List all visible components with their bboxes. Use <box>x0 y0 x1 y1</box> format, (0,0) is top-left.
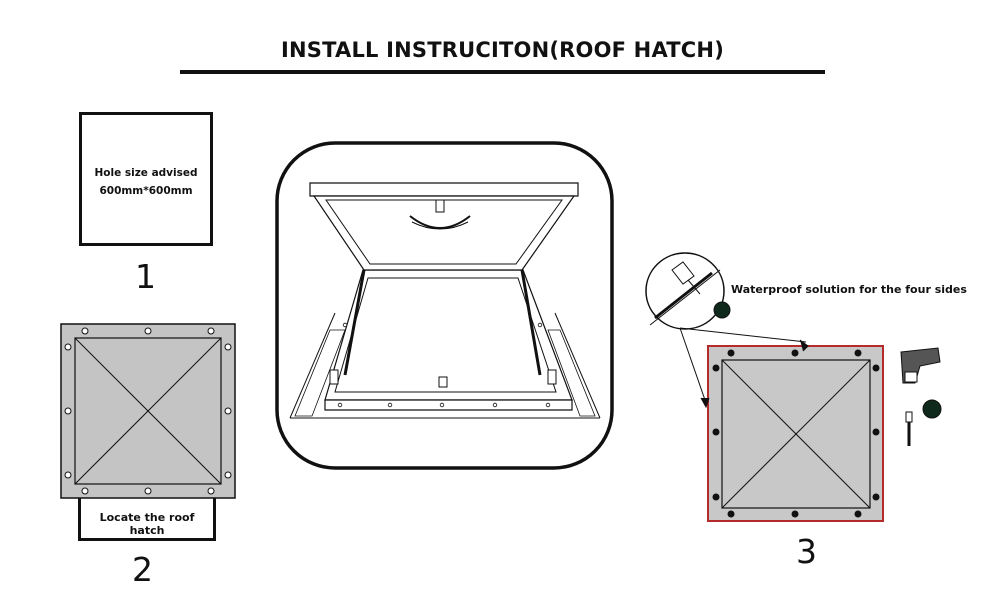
step-2-number: 2 <box>132 550 153 589</box>
page-title: INSTALL INSTRUCITON(ROOF HATCH) <box>280 38 724 62</box>
screw-gun-icon <box>900 347 942 446</box>
step-1-number: 1 <box>135 257 156 296</box>
sealant-nozzle-icon <box>645 252 809 409</box>
roof-hatch-top-view-icon <box>60 323 236 499</box>
hole-size-label: Hole size advised <box>94 167 198 179</box>
title-underline <box>180 70 825 74</box>
step-3-number: 3 <box>796 532 817 571</box>
open-roof-hatch-illustration-icon <box>275 141 614 470</box>
hole-size-value: 600mm*600mm <box>99 185 193 197</box>
waterproof-hatch-view-icon <box>707 345 884 522</box>
locate-label: Locate the roof hatch <box>99 511 195 537</box>
hole-size-box: Hole size advised 600mm*600mm <box>79 112 213 246</box>
locate-label-box: Locate the roof hatch <box>78 497 216 541</box>
waterproof-label: Waterproof solution for the four sides <box>731 283 967 296</box>
